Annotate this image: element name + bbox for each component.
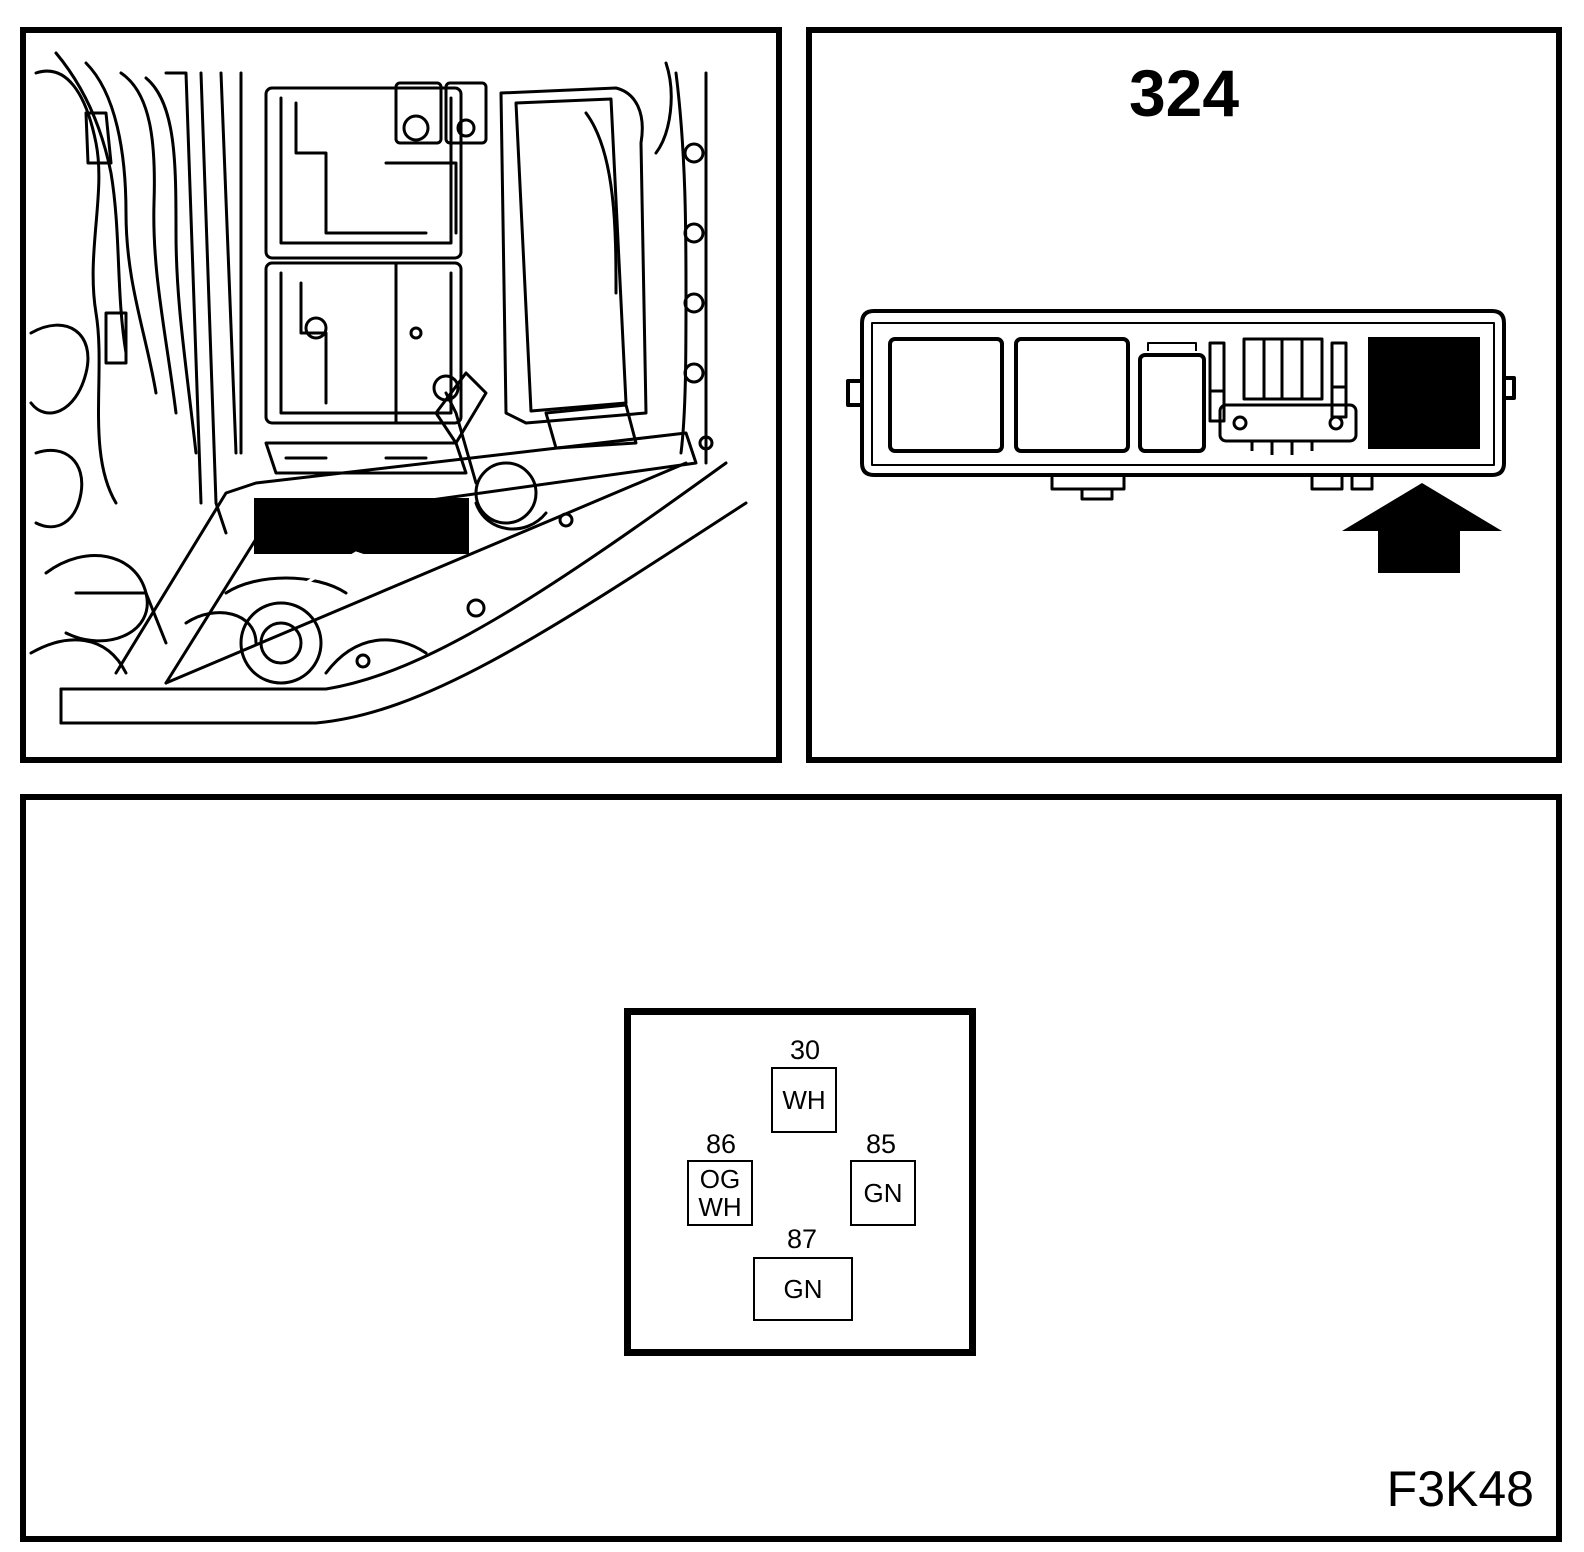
pin-number-85: 85 — [865, 1129, 897, 1159]
relay-connector: 30 WH 86 OG WH 85 GN 87 GN — [624, 1008, 976, 1356]
figure-code: F3K48 — [1386, 1461, 1534, 1517]
pin-cell-86: OG WH — [687, 1160, 753, 1226]
pin-number-86: 86 — [705, 1129, 737, 1159]
fuse-block-panel: 324 — [806, 27, 1562, 763]
pin-color-label: GN — [783, 1274, 823, 1304]
pin-color-label: WH — [698, 1192, 742, 1222]
fuse-block-number: 324 — [1128, 56, 1240, 130]
pin-color-label: GN — [863, 1178, 903, 1208]
fuse-block-illustration — [846, 309, 1516, 573]
pin-color-label: OG — [699, 1164, 741, 1194]
relay-pinout-panel: 30 WH 86 OG WH 85 GN 87 GN F3K48 — [20, 794, 1562, 1542]
arrow-up-icon — [1342, 483, 1502, 573]
pin-number-30: 30 — [789, 1035, 821, 1065]
pin-color-label: WH — [782, 1085, 826, 1115]
engine-compartment-panel — [20, 27, 782, 763]
pin-number-87: 87 — [786, 1224, 818, 1254]
pin-cell-85: GN — [850, 1160, 916, 1226]
pin-cell-30: WH — [771, 1067, 837, 1133]
engine-compartment-illustration — [29, 51, 748, 725]
pin-cell-87: GN — [753, 1257, 853, 1321]
